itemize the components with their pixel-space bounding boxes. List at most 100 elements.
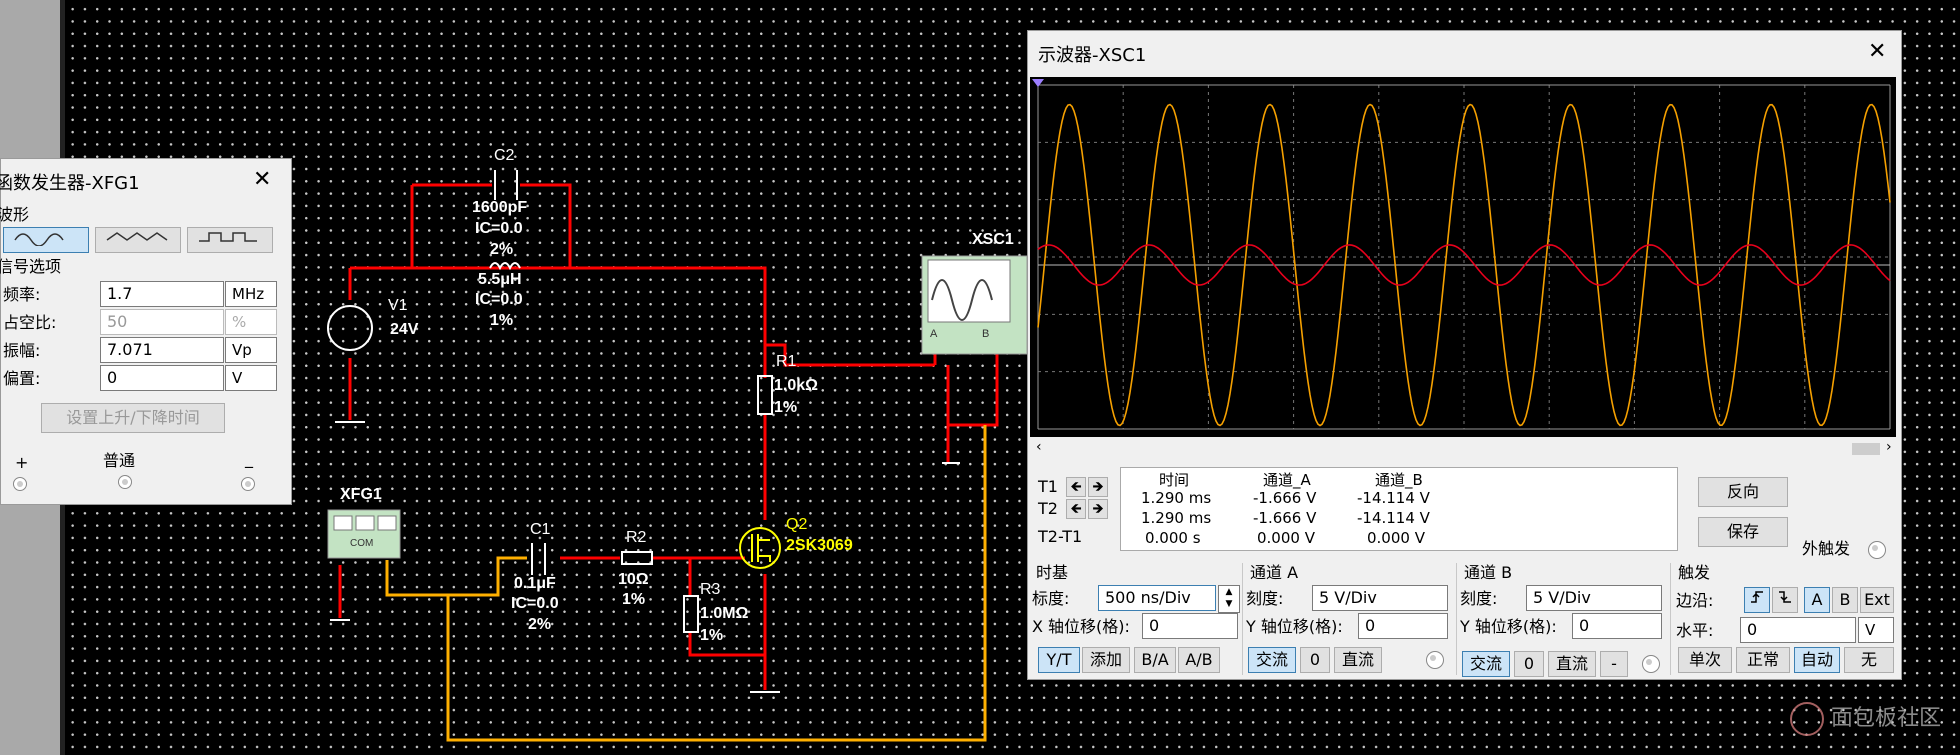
fg-plus-terminal[interactable] [13,477,27,491]
c1-ic: IC=0.0 [511,595,559,612]
xfg1-com: COM [350,538,374,549]
oscilloscope-screen[interactable] [1030,77,1896,437]
square-wave-button[interactable] [187,227,273,253]
t1-channel-b: -14.114 V [1357,489,1430,507]
triangle-wave-button[interactable] [95,227,181,253]
trigger-divider [1670,563,1671,675]
t1-right-arrow[interactable]: 🡺 [1088,477,1108,497]
fg-normal-terminal[interactable] [118,475,132,489]
horizontal-scrollbar[interactable]: ‹ › [1030,439,1896,457]
l1-ic: IC=0.0 [475,291,523,308]
fg-minus-label: _ [245,449,253,468]
sine-wave-button[interactable] [3,227,89,253]
trigger-title: 触发 [1678,563,1711,582]
channel-a-dc-button[interactable]: 直流 [1334,647,1382,673]
q2-model: 2SK3069 [786,537,853,554]
channel-b-scale-label: 刻度: [1460,589,1498,608]
scroll-right-icon[interactable]: › [1886,439,1892,455]
fg-offset-input[interactable]: 0 [100,365,224,391]
t1-label: T1 [1038,477,1058,496]
channel-a-scale-input[interactable]: 5 V/Div [1312,585,1448,611]
watermark: 面包板社区 [1790,700,1941,736]
rising-edge-icon [1751,591,1763,603]
channel-a-ypos-input[interactable]: 0 [1358,613,1448,639]
fg-rise-fall-button: 设置上升/下降时间 [41,403,225,433]
channel-a-terminal[interactable] [1426,651,1444,669]
fg-close-icon[interactable]: ✕ [253,167,272,192]
r1-tol: 1% [774,399,798,416]
t2-right-arrow[interactable]: 🡺 [1088,499,1108,519]
t1-channel-a: -1.666 V [1253,489,1317,507]
fg-frequency-input[interactable]: 1.7 [100,281,224,307]
fg-duty-unit: % [225,309,277,335]
fg-plus-label: + [15,453,29,472]
c2-ic: IC=0.0 [475,220,523,237]
r1-name: R1 [776,353,797,370]
trigger-level-unit[interactable]: V [1858,617,1894,643]
fg-offset-unit[interactable]: V [225,365,277,391]
channel-b-zero-button[interactable]: 0 [1514,651,1544,677]
v1-name: V1 [388,297,408,314]
c1-tol: 2% [528,616,552,633]
dt-channel-b: 0.000 V [1367,529,1425,547]
timebase-scale-input[interactable]: 500 ns/Div [1098,585,1216,611]
falling-edge-button[interactable] [1772,587,1798,613]
rising-edge-button[interactable] [1744,587,1770,613]
channel-a-ac-button[interactable]: 交流 [1248,647,1296,673]
trigger-none-button[interactable]: 无 [1844,647,1894,673]
trigger-level-input[interactable]: 0 [1740,617,1856,643]
osc-title: 示波器-XSC1 [1038,45,1147,66]
channel-b-ypos-input[interactable]: 0 [1572,613,1662,639]
channel-b-ac-button[interactable]: 交流 [1462,651,1510,677]
t1-left-arrow[interactable]: 🡸 [1066,477,1086,497]
fg-amplitude-input[interactable]: 7.071 [100,337,224,363]
x-position-label: X 轴位移(格): [1032,617,1130,636]
t2-label: T2 [1038,499,1058,518]
trigger-edge-label: 边沿: [1676,591,1714,610]
channel-b-title: 通道 B [1464,563,1513,582]
trigger-single-button[interactable]: 单次 [1678,647,1732,673]
header-channel-a: 通道_A [1263,471,1311,489]
timebase-spinner[interactable]: ▲▼ [1218,585,1240,613]
q2-name: Q2 [786,516,808,533]
trigger-auto-button[interactable]: 自动 [1794,647,1840,673]
trigger-ext-button[interactable]: Ext [1860,587,1894,613]
add-button[interactable]: 添加 [1082,647,1130,673]
watermark-text: 面包板社区 [1831,706,1942,731]
yt-button[interactable]: Y/T [1038,647,1080,673]
trigger-b-button[interactable]: B [1832,587,1858,613]
oscilloscope-window[interactable]: 示波器-XSC1 ✕ ‹ › T1 🡸 🡺 T2 🡸 🡺 T2-T1 时间 通道… [1027,30,1902,680]
scroll-left-icon[interactable]: ‹ [1036,439,1042,455]
x-position-input[interactable]: 0 [1142,613,1238,639]
channel-a-zero-button[interactable]: 0 [1300,647,1330,673]
channel-b-terminal[interactable] [1642,655,1660,673]
channel-b-scale-input[interactable]: 5 V/Div [1526,585,1662,611]
fg-frequency-unit[interactable]: MHz [225,281,277,307]
fg-frequency-label: 频率: [3,285,41,304]
t2-left-arrow[interactable]: 🡸 [1066,499,1086,519]
scroll-thumb[interactable] [1852,443,1880,455]
c2-name: C2 [494,147,515,164]
square-wave-icon [199,232,257,242]
osc-close-icon[interactable]: ✕ [1868,39,1887,64]
reverse-button[interactable]: 反向 [1698,477,1788,507]
cursor-t1-marker[interactable] [1032,79,1044,87]
ext-trigger-terminal[interactable] [1868,541,1886,559]
xsc1-name: XSC1 [972,231,1014,248]
fg-offset-label: 偏置: [3,369,41,388]
fg-normal-label: 普通 [103,451,136,470]
channel-b-dc-button[interactable]: 直流 [1548,651,1596,677]
r3-tol: 1% [700,627,724,644]
ab-button[interactable]: A/B [1178,647,1220,673]
ba-button[interactable]: B/A [1134,647,1176,673]
save-button[interactable]: 保存 [1698,517,1788,547]
r2-value: 10Ω [618,571,649,588]
trigger-normal-button[interactable]: 正常 [1736,647,1790,673]
fg-minus-terminal[interactable] [241,477,255,491]
fg-amplitude-unit[interactable]: Vp [225,337,277,363]
r3-name: R3 [700,581,721,598]
triangle-wave-icon [106,232,168,241]
trigger-a-button[interactable]: A [1804,587,1830,613]
channel-b-minus-button[interactable]: - [1600,651,1628,677]
function-generator-window[interactable]: 函数发生器-XFG1 ✕ 波形 信号选项 频率: 1.7 MHz 占空比: 50… [0,158,292,505]
